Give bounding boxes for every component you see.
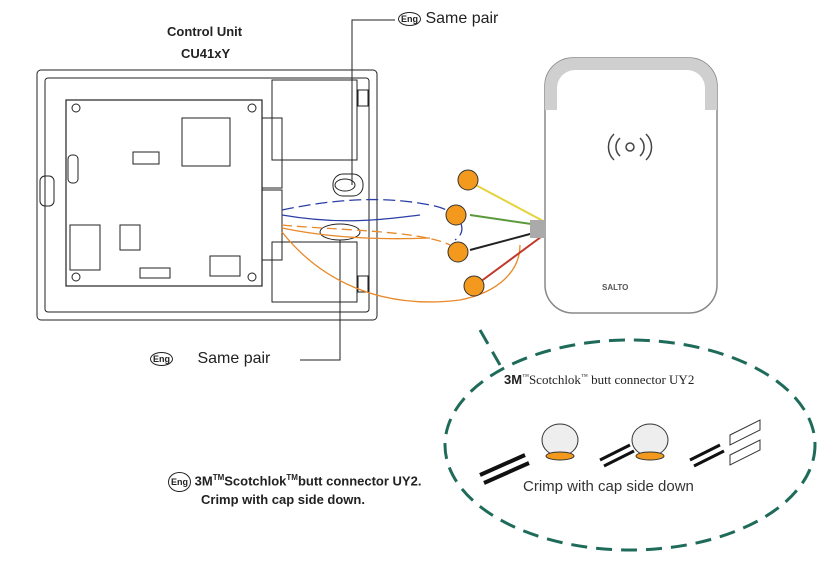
callout-scotchlok: Scotchlok [528, 372, 581, 387]
eng-badge: Eng [398, 11, 421, 26]
tm-mark: ™ [522, 372, 529, 381]
connector-note: Eng 3MTMScotchlokTMbutt connector UY2. C… [168, 470, 421, 508]
control-unit-model: CU41xY [181, 46, 231, 61]
note-3m: 3M [194, 473, 213, 489]
same-pair-label-top: Eng Same pair [398, 10, 498, 28]
callout-connector: butt connector UY2 [587, 372, 695, 387]
tm-mark: TM [286, 473, 298, 482]
callout-bubble [443, 329, 817, 552]
note-crimp: Crimp with cap side down. [201, 491, 365, 507]
same-pair-leaders [300, 19, 395, 361]
same-pair-text: Same pair [425, 10, 499, 27]
butt-connectors [445, 169, 485, 297]
callout-connectors [479, 419, 761, 485]
callout-title: 3M™Scotchlok™ butt connector UY2 [504, 372, 694, 388]
same-pair-label-bottom: Eng Same pair [150, 350, 270, 368]
control-unit-title: Control Unit [167, 24, 243, 39]
control-unit-housing [36, 69, 378, 321]
tm-mark: ™ [580, 372, 588, 381]
reader-brand: SALTO [602, 283, 629, 292]
tm-mark: TM [212, 473, 225, 482]
callout-3m-logo: 3M [504, 372, 523, 387]
note-scotchlok: Scotchlok [224, 473, 287, 489]
salto-reader [530, 57, 718, 314]
callout-caption: Crimp with cap side down [523, 478, 694, 495]
eng-badge: Eng [150, 351, 173, 366]
eng-badge: Eng [168, 471, 191, 492]
same-pair-text: Same pair [197, 350, 271, 367]
note-connector: butt connector UY2. [297, 473, 422, 489]
